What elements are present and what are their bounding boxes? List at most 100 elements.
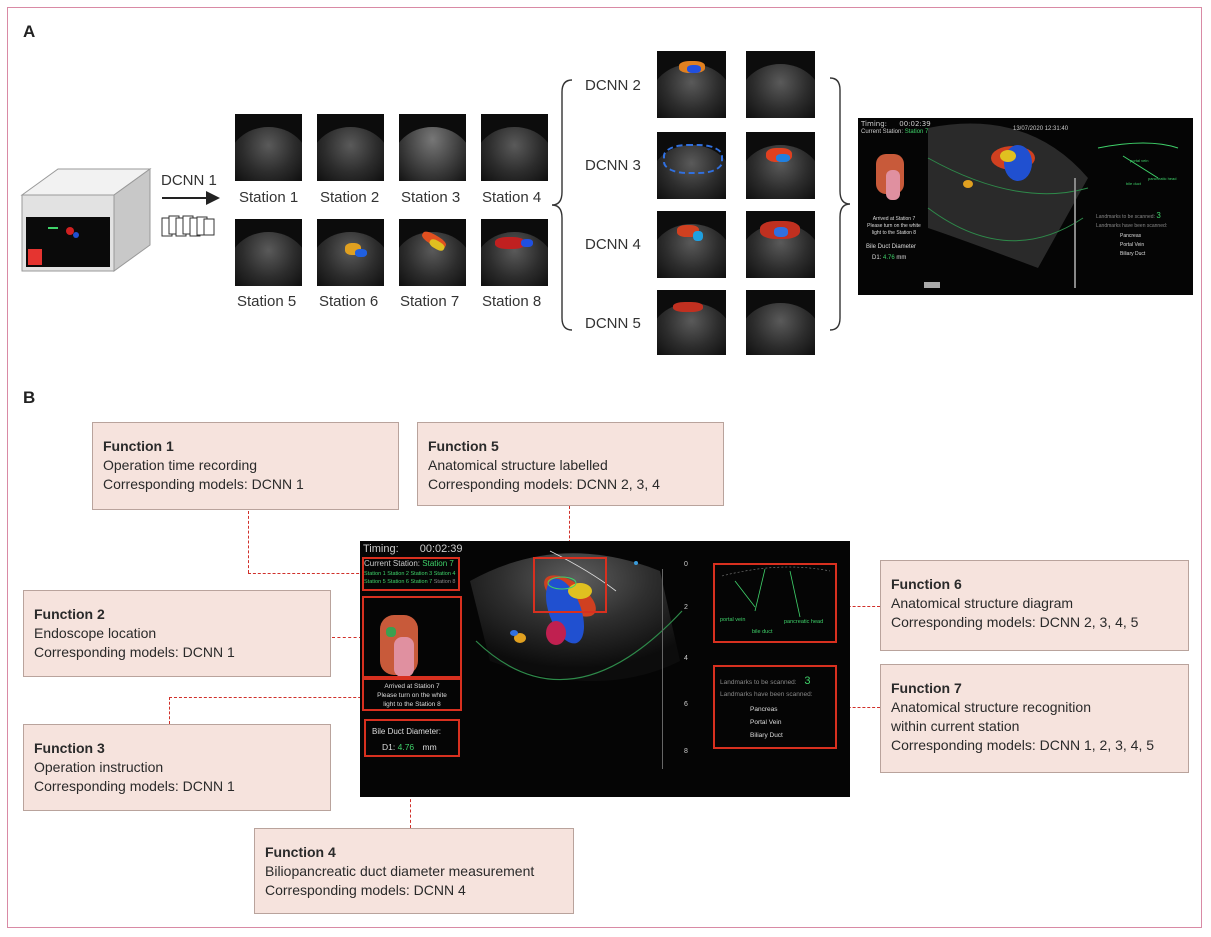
large-landmarks-to-scan-label: Landmarks to be scanned: [720, 679, 797, 686]
small-diagram-label-3: pancreatic head [1148, 176, 1177, 181]
small-timing-value: 00:02:39 [899, 120, 931, 128]
function-4-line-1: Biliopancreatic duct diameter measuremen… [265, 863, 535, 879]
connector-function-4 [410, 768, 411, 828]
left-brace [551, 79, 573, 331]
large-bile-label: Bile Duct Diameter: [372, 727, 441, 736]
small-structure-1: Pancreas [1120, 233, 1142, 239]
function-2-line-1: Endoscope location [34, 625, 157, 641]
station-7-image [399, 219, 466, 286]
highlight-instruction [362, 678, 462, 711]
small-landmarks-to-scan-label: Landmarks to be scanned: [1096, 214, 1155, 220]
function-6-title: Function 6 [891, 576, 962, 592]
dcnn4-image-1 [657, 211, 726, 278]
station-1-image [235, 114, 302, 181]
large-diagram-label-1: portal vein [720, 617, 746, 623]
function-3-title: Function 3 [34, 740, 105, 756]
station-3-image [399, 114, 466, 181]
station-4-image [481, 114, 548, 181]
station-2-label: Station 2 [320, 189, 380, 206]
small-current-station-value: Station 7 [904, 129, 929, 135]
frames-stack-icon [161, 215, 215, 237]
function-7-line-3: Corresponding models: DCNN 1, 2, 3, 4, 5 [891, 737, 1155, 753]
small-structure-2: Portal Vein [1120, 242, 1145, 248]
function-6-box: Function 6 Anatomical structure diagram … [880, 560, 1189, 651]
small-instruction-line1: Please turn on the white [867, 223, 921, 229]
function-4-line-2: Corresponding models: DCNN 4 [265, 882, 466, 898]
highlight-structure-recognition [713, 665, 837, 749]
small-landmarks-scanned-label: Landmarks have been scanned: [1096, 223, 1168, 229]
highlight-structure-diagram [713, 563, 837, 643]
scale-tick-6: 6 [684, 701, 688, 708]
function-1-title: Function 1 [103, 438, 174, 454]
large-landmarks-scanned-label: Landmarks have been scanned: [720, 691, 813, 698]
large-d1-unit: mm [422, 742, 437, 752]
highlight-station-info [362, 557, 460, 591]
right-brace [829, 77, 851, 331]
large-structure-3: Biliary Duct [750, 732, 783, 739]
dcnn2-image-1 [657, 51, 726, 118]
station-4-label: Station 4 [482, 189, 542, 206]
large-current-station-label: Current Station: [364, 559, 421, 568]
function-4-box: Function 4 Biliopancreatic duct diameter… [254, 828, 574, 914]
small-bile-label: Bile Duct Diameter [866, 244, 917, 250]
station-button-3: Station 3 [410, 571, 433, 577]
model-dcnn4-label: DCNN 4 [585, 236, 641, 253]
station-button-5: Station 5 [364, 579, 386, 585]
small-d1-value: 4.76 [883, 255, 895, 261]
small-datetime: 13/07/2020 12:31:40 [1013, 126, 1069, 132]
scale-tick-8: 8 [684, 748, 688, 755]
station-2-image [317, 114, 384, 181]
small-timing-label: Timing: [861, 120, 888, 128]
station-button-8: Station 8 [433, 579, 456, 585]
small-landmarks-to-scan-value: 3 [1156, 211, 1161, 220]
function-3-line-1: Operation instruction [34, 759, 164, 775]
large-structure-1: Pancreas [750, 706, 778, 713]
highlight-duct-diameter [364, 719, 460, 757]
station-7-label: Station 7 [400, 293, 460, 310]
model-dcnn2-label: DCNN 2 [585, 77, 641, 94]
large-instruction-line2: light to the Station 8 [383, 701, 441, 708]
panel-b-label: B [23, 388, 36, 407]
small-d1-unit: mm [896, 255, 907, 261]
small-arrived-text: Arrived at Station 7 [872, 216, 916, 222]
function-7-line-1: Anatomical structure recognition [891, 699, 1091, 715]
small-d1-label: D1: [872, 255, 882, 261]
system-screen-small: Timing: 00:02:39 Current Station: Statio… [858, 118, 1193, 295]
dcnn5-image-1 [657, 290, 726, 355]
function-7-line-2: within current station [891, 718, 1020, 734]
station-button-6: Station 6 [387, 579, 409, 585]
function-5-box: Function 5 Anatomical structure labelled… [417, 422, 724, 506]
function-3-box: Function 3 Operation instruction Corresp… [23, 724, 331, 811]
scale-tick-2: 2 [684, 604, 688, 611]
large-current-station-value: Station 7 [422, 559, 454, 568]
large-d1-label: D1: [382, 742, 396, 752]
large-diagram-label-3: pancreatic head [784, 619, 824, 625]
large-instruction-line1: Please turn on the white [377, 692, 447, 699]
dcnn2-image-2 [746, 51, 815, 118]
dcnn1-arrow [162, 191, 220, 205]
small-diagram-label-1: portal vein [1130, 158, 1149, 163]
function-1-line-2: Corresponding models: DCNN 1 [103, 476, 304, 492]
function-6-line-2: Corresponding models: DCNN 2, 3, 4, 5 [891, 614, 1139, 630]
large-arrived-text: Arrived at Station 7 [384, 683, 440, 690]
model-dcnn5-label: DCNN 5 [585, 315, 641, 332]
function-3-line-2: Corresponding models: DCNN 1 [34, 778, 235, 794]
station-button-1: Station 1 [364, 571, 386, 577]
dcnn3-image-2 [746, 132, 815, 199]
small-diagram-label-2: bile duct [1126, 181, 1141, 186]
small-current-station-label: Current Station: [861, 129, 904, 135]
station-8-image [481, 219, 548, 286]
function-2-title: Function 2 [34, 606, 105, 622]
small-structure-3: Biliary Duct [1120, 251, 1146, 257]
function-4-title: Function 4 [265, 844, 336, 860]
connector-function-5 [569, 506, 570, 558]
function-6-line-1: Anatomical structure diagram [891, 595, 1074, 611]
large-timing-label: Timing: [363, 543, 399, 555]
function-5-title: Function 5 [428, 438, 499, 454]
dcnn4-image-2 [746, 211, 815, 278]
connector-function-7 [838, 707, 880, 708]
connector-function-6 [838, 606, 880, 607]
station-5-image [235, 219, 302, 286]
large-diagram-label-2: bile duct [752, 629, 773, 635]
large-landmarks-to-scan-value: 3 [804, 675, 811, 687]
